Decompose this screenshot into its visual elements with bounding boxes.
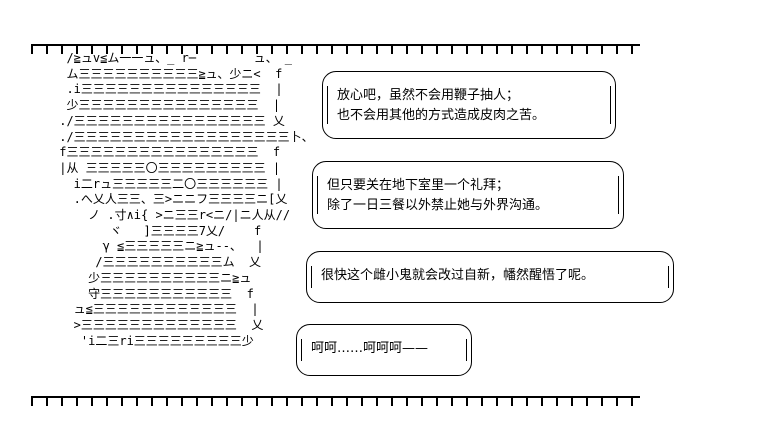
ascii-art-line: ./三三三三三三三三三三三三三三三三三三卜、 bbox=[52, 129, 314, 144]
ascii-art-line: 少三三三三三三三三三三ニ≧ュ bbox=[52, 270, 252, 285]
speech-bubble-2: 但只要关在地下室里一个礼拜； 除了一日三餐以外禁止她与外界沟通。 bbox=[312, 161, 624, 229]
top-film-rail bbox=[31, 44, 640, 54]
ascii-art-character: /≧ュv≦ム一一ュ、_ r─ ュ、 _ ム三三三三三三三三三三≧ュ、少ニ< f … bbox=[52, 51, 314, 349]
bubble-4-line-1: 呵呵……呵呵呵—— bbox=[311, 341, 429, 356]
bubble-1-line-1: 放心吧，虽然不会用鞭子抽人； bbox=[337, 88, 520, 103]
ascii-art-line: ヾ ]三三三三7乂/ f bbox=[52, 223, 262, 238]
ascii-art-line: .i三三三三三三三三三三三三三三三 | bbox=[52, 82, 283, 97]
bubble-4-left-edge bbox=[301, 339, 302, 361]
bubble-3-right-edge bbox=[668, 266, 669, 288]
ascii-art-line: |从 三三三三三〇三三三三三三三三三 | bbox=[52, 160, 281, 175]
speech-bubble-1: 放心吧，虽然不会用鞭子抽人； 也不会用其他的方式造成皮肉之苦。 bbox=[322, 71, 616, 139]
bottom-film-rail bbox=[31, 396, 640, 406]
bubble-3-left-edge bbox=[311, 266, 312, 288]
bubble-1-left-edge bbox=[327, 86, 328, 124]
ascii-art-line: /≧ュv≦ム一一ュ、_ r─ ュ、 _ bbox=[52, 51, 293, 65]
speech-bubble-3: 很快这个雌小鬼就会改过自新，幡然醒悟了呢。 bbox=[306, 251, 674, 303]
bubble-1-right-edge bbox=[610, 86, 611, 124]
ascii-art-line: ュ≦三三三三三三三三三三三三 | bbox=[52, 302, 259, 317]
speech-bubble-4: 呵呵……呵呵呵—— bbox=[296, 324, 472, 376]
ascii-art-line: 少三三三三三三三三三三三三三三三 | bbox=[52, 98, 281, 113]
bubble-2-left-edge bbox=[317, 176, 318, 214]
ascii-art-line: f三三三三三三三三三三三三三三三三 f bbox=[52, 145, 281, 160]
bottom-rail-ticks bbox=[31, 396, 640, 406]
ascii-art-line: i二rュ三三三三三二〇三三三三三三 | bbox=[52, 176, 283, 191]
ascii-art-line: ノ .寸∧i{ >ニ三三r<ニ/|ニ人从// bbox=[52, 208, 291, 223]
ascii-art-line: .へ乂人三三、三>ニニフ三三三三ニ[乂 bbox=[52, 192, 288, 207]
bubble-3-line-1: 很快这个雌小鬼就会改过自新，幡然醒悟了呢。 bbox=[321, 268, 595, 283]
bubble-1-line-2: 也不会用其他的方式造成皮肉之苦。 bbox=[337, 108, 546, 123]
top-rail-ticks bbox=[31, 44, 640, 54]
bubble-4-right-edge bbox=[466, 339, 467, 361]
bubble-2-right-edge bbox=[618, 176, 619, 214]
ascii-art-line: ./三三三三三三三三三三三三三三三三 乂 bbox=[52, 113, 285, 128]
ascii-art-line: ム三三三三三三三三三三≧ュ、少ニ< f bbox=[52, 66, 283, 81]
ascii-art-line: 守三三三三三三三三三三三 f bbox=[52, 286, 254, 301]
ascii-art-line: 'i二三ri三三三三三三三三三少 bbox=[52, 333, 254, 348]
ascii-art-line: >三三三三三三三三三三三三三 乂 bbox=[52, 317, 264, 332]
bubble-2-line-1: 但只要关在地下室里一个礼拜； bbox=[327, 178, 510, 193]
bubble-2-line-2: 除了一日三餐以外禁止她与外界沟通。 bbox=[327, 198, 549, 213]
ascii-art-line: γ ≦三三三三三ニ≧ュ--、 | bbox=[52, 239, 264, 254]
ascii-art-line: /三三三三三三三三三三ム 乂 bbox=[52, 255, 262, 270]
